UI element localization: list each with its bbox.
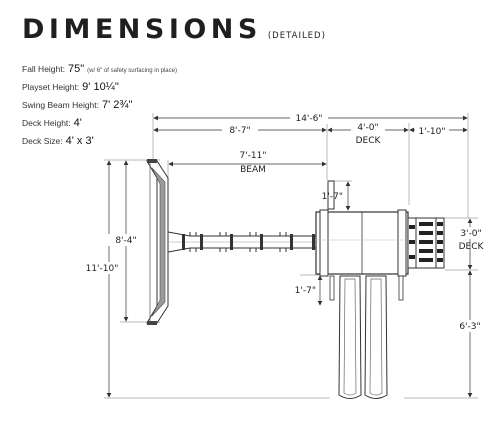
spec-value: 4' x 3': [65, 135, 94, 147]
spec-deck-height: Deck Height:4': [22, 114, 177, 132]
label-swing-to-deck: 8'-7": [229, 126, 250, 136]
spec-label: Fall Height:: [22, 64, 65, 74]
label-upper-offset: 1'-7": [322, 192, 343, 202]
label-deck-width-caption: DECK: [356, 136, 382, 146]
climbing-wall: [407, 217, 445, 269]
extension-lines: [104, 113, 478, 399]
label-deck-width: 4'-0": [357, 123, 378, 133]
spec-value: 75": [68, 63, 85, 75]
spec-label: Swing Beam Height:: [22, 100, 100, 110]
spec-label: Deck Size:: [22, 136, 63, 146]
spec-list: Fall Height:75"(w/ 6" of safety surfacin…: [22, 60, 177, 150]
spec-swing-beam-height: Swing Beam Height:7' 2¾": [22, 96, 177, 114]
spec-deck-size: Deck Size:4' x 3': [22, 132, 177, 150]
label-beam-caption: BEAM: [240, 165, 266, 175]
label-lower-offset: 1'-7": [295, 286, 316, 296]
title-subtitle: (DETAILED): [267, 31, 326, 41]
label-swing-width: 8'-4": [115, 236, 136, 246]
label-overall-depth: 11'-10": [86, 264, 119, 274]
label-overall-width: 14'-6": [295, 114, 322, 124]
dimension-labels: 14'-6" 8'-7" 4'-0" DECK 1'-10" 7'-11" BE…: [82, 112, 489, 332]
spec-fall-height: Fall Height:75"(w/ 6" of safety surfacin…: [22, 60, 177, 78]
spec-value: 9' 10¼": [82, 81, 119, 93]
label-climber-width: 1'-10": [418, 127, 445, 137]
spec-playset-height: Playset Height:9' 10¼": [22, 78, 177, 96]
label-deck-depth: 3'-0": [460, 229, 481, 239]
twin-slides: [329, 275, 404, 399]
title-main: DIMENSIONS: [22, 14, 262, 45]
swing-beam: [167, 231, 321, 253]
page-title: DIMENSIONS (DETAILED): [22, 14, 326, 45]
label-slide-length: 6'-3": [459, 322, 480, 332]
label-deck-depth-caption: DECK: [459, 242, 485, 252]
spec-value: 7' 2¾": [102, 99, 133, 111]
deck-tower: [315, 180, 409, 277]
spec-label: Playset Height:: [22, 82, 80, 92]
swing-frame: [146, 159, 169, 325]
spec-note: (w/ 6" of safety surfacing in place): [87, 68, 177, 74]
spec-label: Deck Height:: [22, 118, 71, 128]
spec-value: 4': [73, 117, 82, 129]
label-beam-length: 7'-11": [239, 151, 266, 161]
